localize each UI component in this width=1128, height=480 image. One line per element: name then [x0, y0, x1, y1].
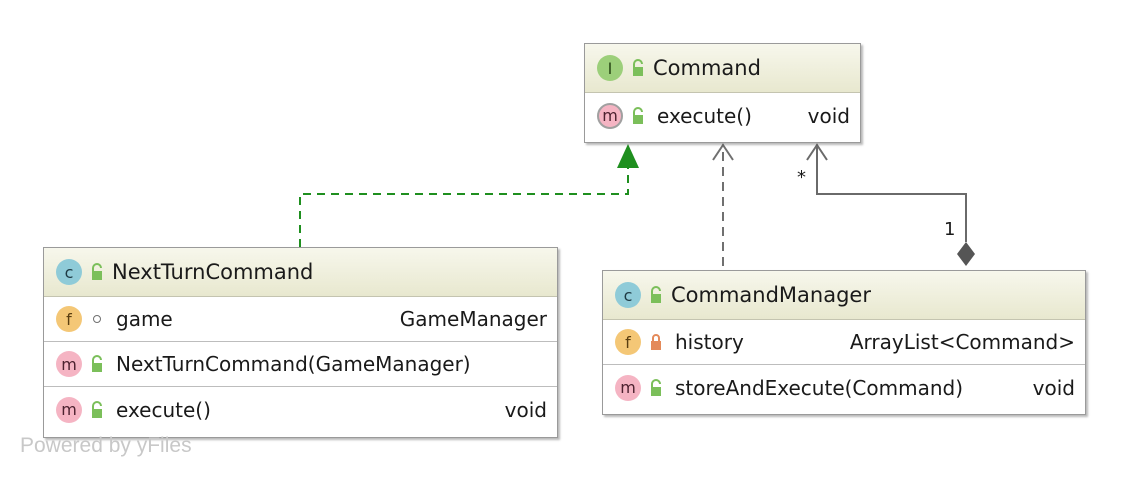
abstract-method-icon: m: [597, 102, 623, 129]
method-name: execute(): [116, 397, 211, 422]
node-command-manager-title: CommandManager: [671, 283, 871, 307]
method-row[interactable]: m execute() void: [585, 93, 860, 138]
private-lock-icon: [651, 334, 661, 350]
method-icon: m: [56, 396, 82, 423]
node-next-turn-command[interactable]: c NextTurnCommand f game GameManager m N…: [43, 247, 558, 438]
method-icon: m: [56, 351, 82, 377]
node-command[interactable]: I Command m execute() void: [584, 43, 861, 143]
multiplicity-one: 1: [944, 219, 956, 240]
method-row[interactable]: m storeAndExecute(Command) void: [603, 365, 1085, 410]
class-icon: c: [615, 282, 641, 308]
method-row[interactable]: m execute() void: [44, 387, 557, 432]
node-command-title: Command: [653, 56, 761, 80]
public-lock-icon: [92, 355, 102, 372]
class-icon: c: [56, 259, 82, 285]
method-return-type: void: [1032, 375, 1075, 400]
node-command-manager-header[interactable]: c CommandManager: [603, 271, 1085, 320]
method-return-type: void: [504, 397, 547, 422]
field-icon: f: [56, 306, 82, 332]
field-row[interactable]: f game GameManager: [44, 297, 557, 342]
watermark: Powered by yFiles: [20, 434, 192, 457]
composition-diamond: [957, 242, 975, 266]
public-lock-icon: [651, 378, 661, 396]
public-lock-icon: [92, 400, 102, 418]
interface-icon: I: [597, 55, 623, 81]
public-lock-icon: [651, 286, 661, 303]
dependency-edge: [712, 143, 734, 266]
realization-arrowhead: [617, 144, 639, 168]
node-next-turn-command-header[interactable]: c NextTurnCommand: [44, 248, 557, 297]
node-next-turn-command-title: NextTurnCommand: [112, 260, 314, 284]
public-lock-icon: [633, 59, 643, 76]
public-lock-icon: [633, 106, 643, 124]
method-name: execute(): [657, 103, 752, 128]
field-type: ArrayList<Command>: [849, 330, 1075, 354]
node-command-header[interactable]: I Command: [585, 44, 860, 93]
field-row[interactable]: f history ArrayList<Command>: [603, 320, 1085, 365]
method-name: storeAndExecute(Command): [675, 375, 964, 400]
composition-edge: [806, 143, 975, 266]
constructor-name: NextTurnCommand(GameManager): [116, 352, 471, 376]
field-name: history: [675, 330, 744, 354]
field-type: GameManager: [399, 307, 547, 331]
dependency-arrowhead: [712, 143, 734, 161]
constructor-row[interactable]: m NextTurnCommand(GameManager): [44, 342, 557, 387]
composition-arrowhead: [806, 143, 828, 161]
field-name: game: [116, 307, 173, 331]
field-icon: f: [615, 329, 641, 355]
realization-edge: [299, 144, 639, 247]
multiplicity-many: *: [797, 167, 806, 188]
method-return-type: void: [807, 103, 850, 128]
package-private-icon: [90, 312, 104, 326]
method-icon: m: [615, 374, 641, 401]
public-lock-icon: [92, 263, 102, 280]
node-command-manager[interactable]: c CommandManager f history ArrayList<Com…: [602, 270, 1086, 415]
